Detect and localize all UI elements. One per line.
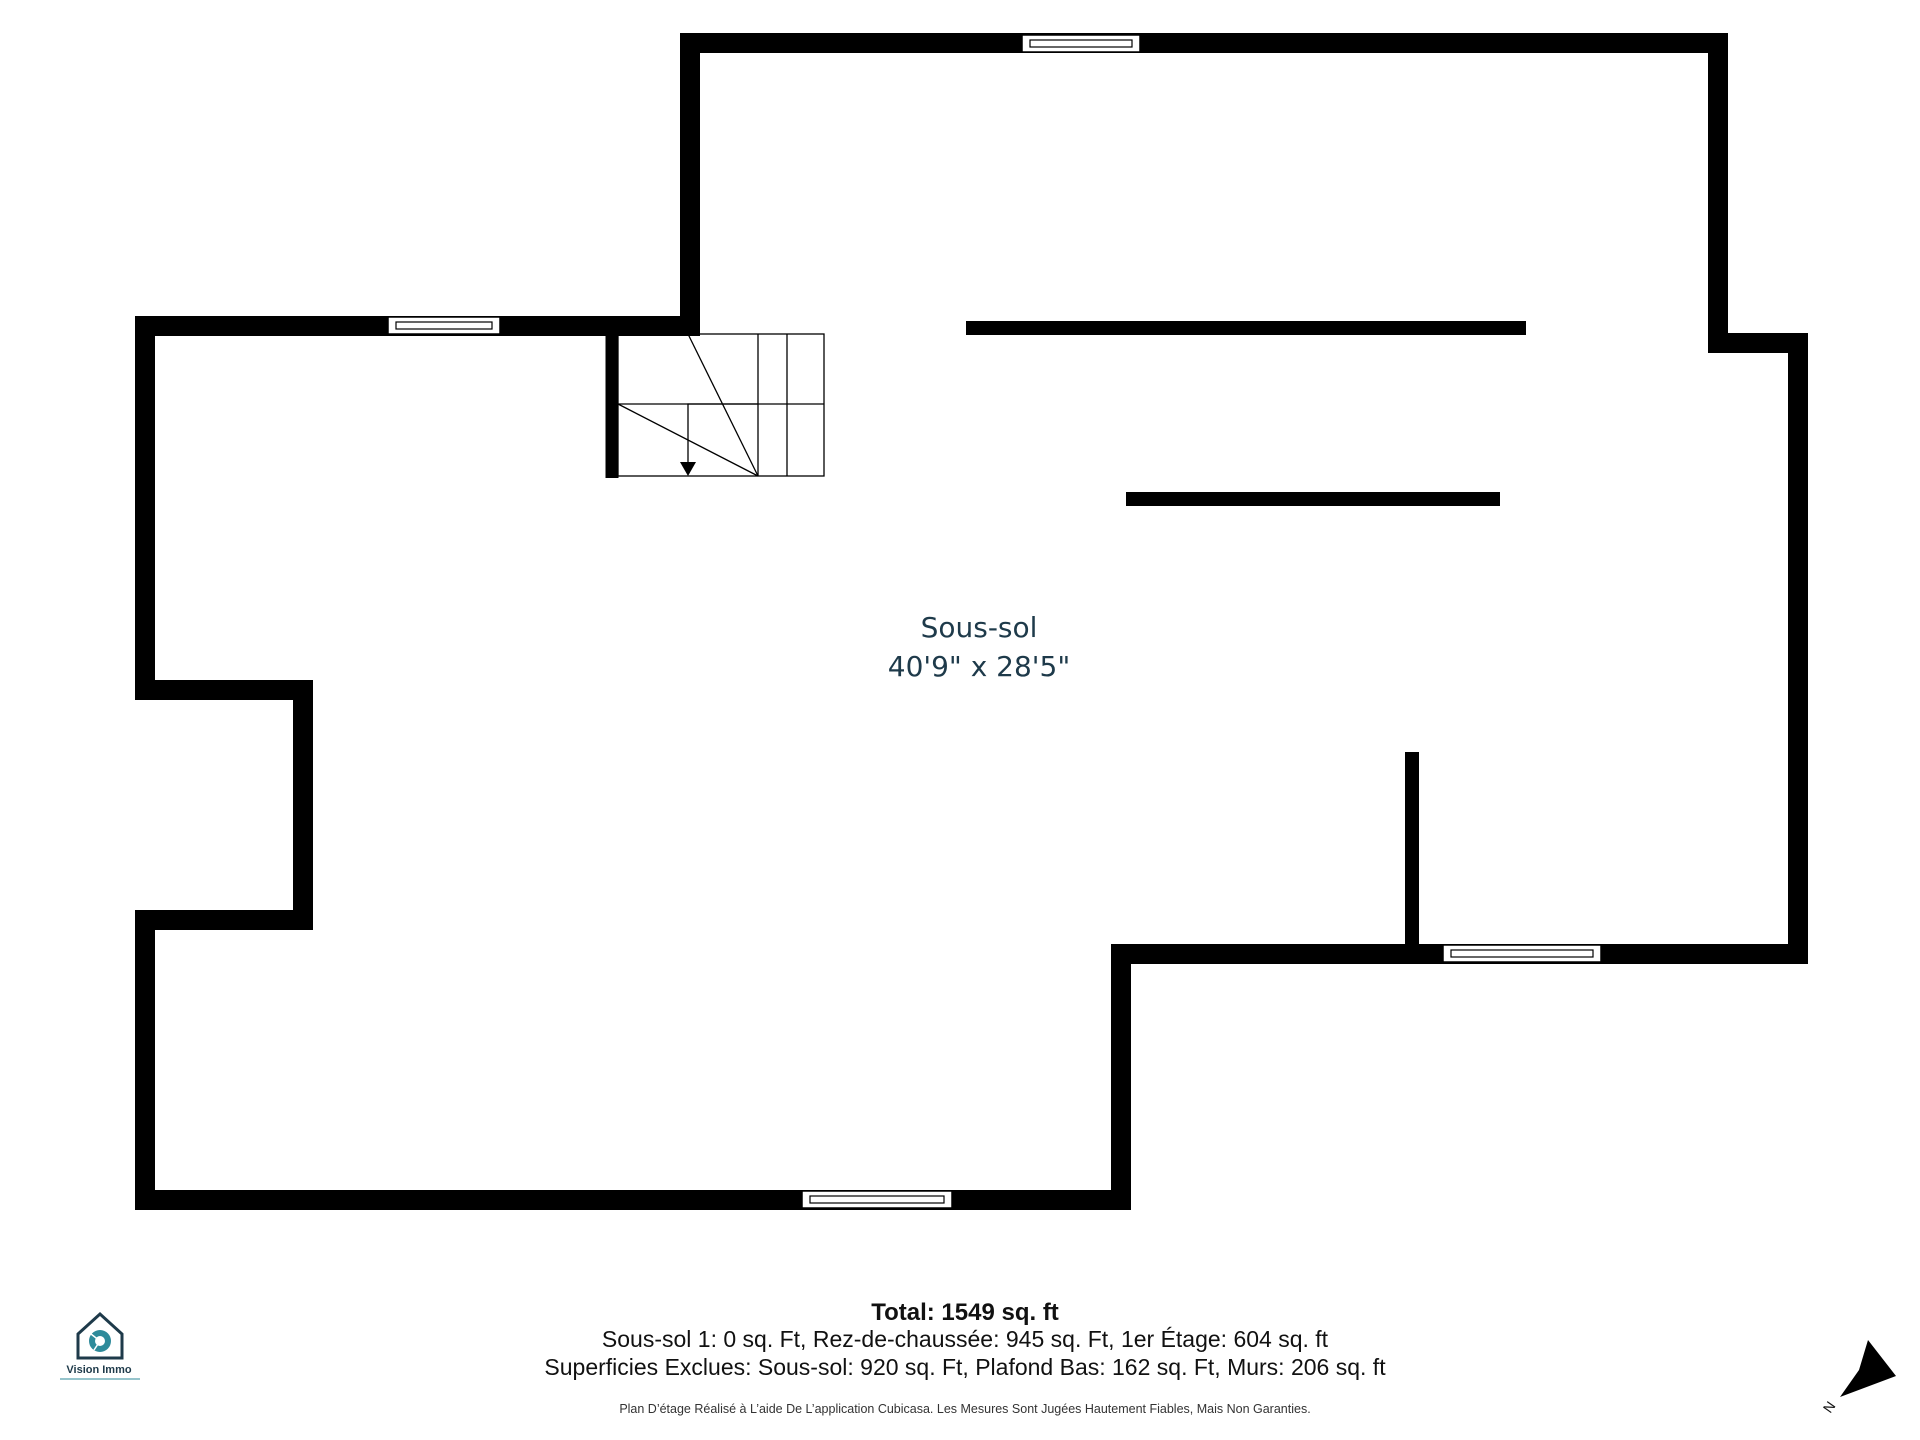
excluded-areas: Superficies Exclues: Sous-sol: 920 sq. F… (544, 1354, 1386, 1380)
window-bottom (801, 1190, 953, 1209)
window-top (1021, 34, 1141, 53)
compass-letter: N (1820, 1398, 1839, 1415)
room-name: Sous-sol (921, 611, 1038, 644)
window-upper-left (387, 316, 501, 335)
room-dimensions: 40'9" x 28'5" (888, 650, 1070, 683)
staircase (617, 333, 825, 477)
stair-direction-arrow-icon (680, 462, 696, 476)
area-breakdown: Sous-sol 1: 0 sq. Ft, Rez-de-chaussée: 9… (602, 1326, 1329, 1352)
logo-name: Vision Immo (66, 1364, 131, 1376)
outer-walls (135, 33, 1808, 1210)
vision-immo-logo-icon (76, 1311, 124, 1360)
north-arrow-icon (1840, 1340, 1896, 1397)
total-area: Total: 1549 sq. ft (871, 1299, 1059, 1326)
disclaimer-note: Plan D’étage Réalisé à L’aide De L’appli… (619, 1402, 1310, 1416)
window-lower-right (1442, 944, 1602, 963)
